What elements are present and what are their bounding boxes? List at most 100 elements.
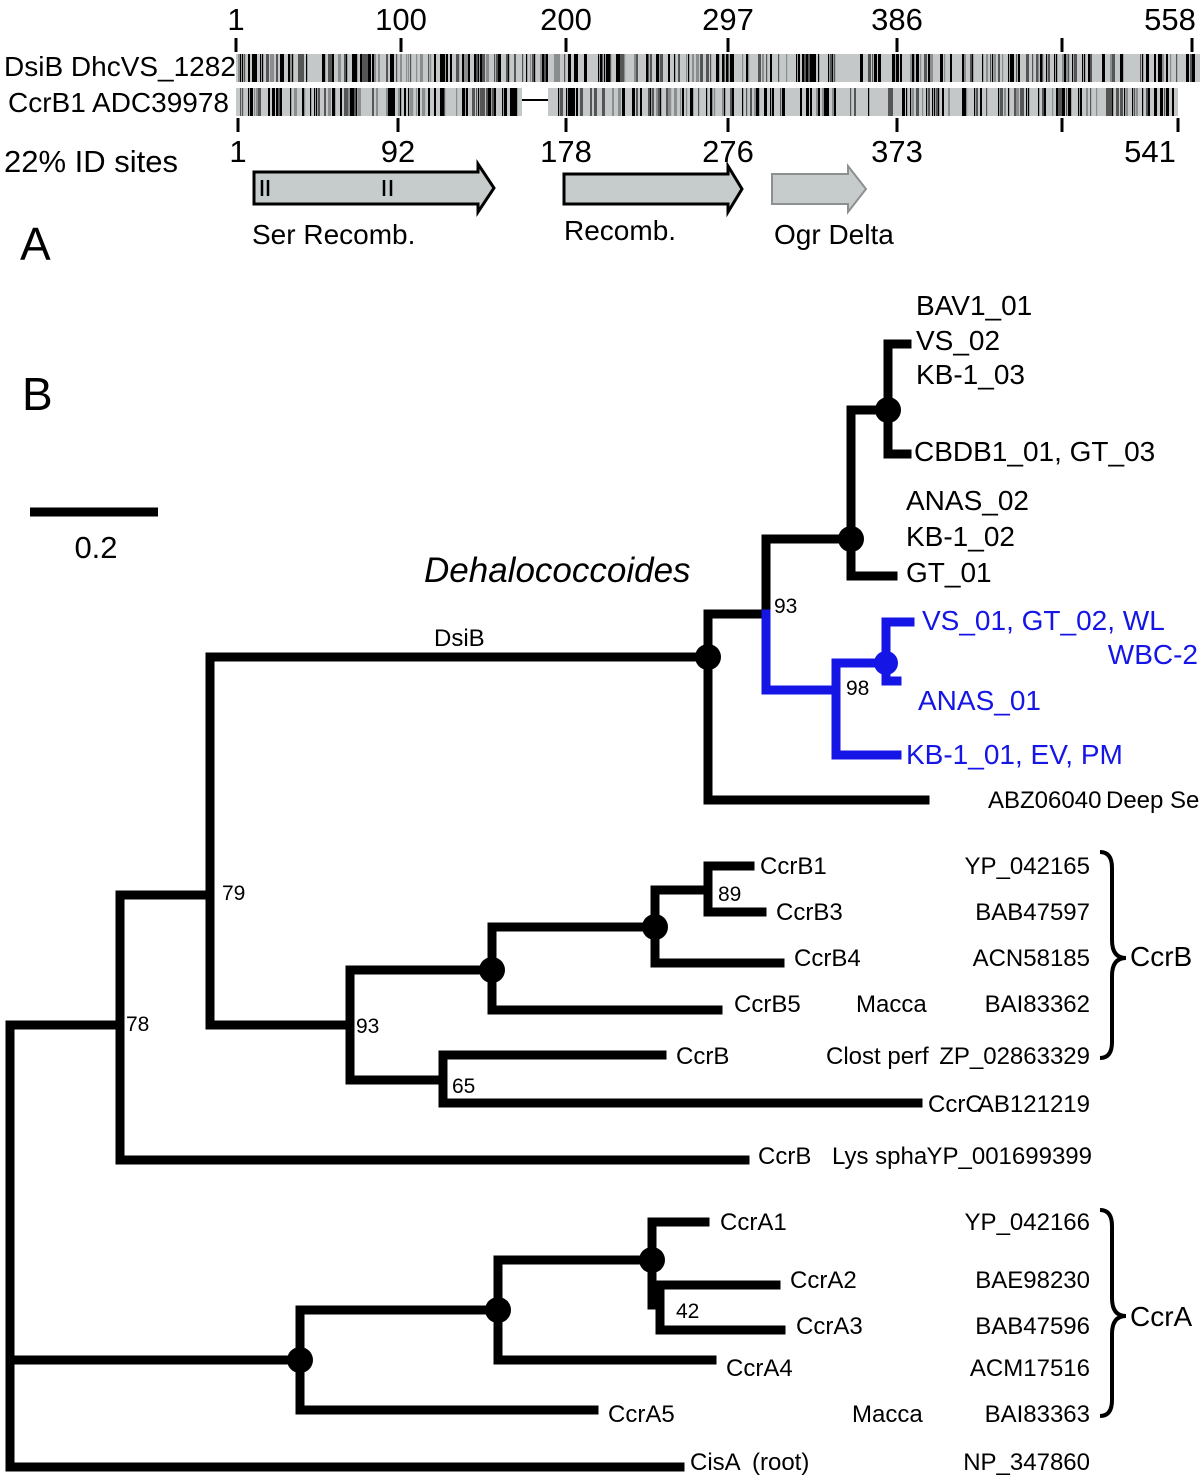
alignment-stripe: [632, 88, 635, 116]
alignment-stripe: [240, 54, 242, 82]
alignment-stripe: [1080, 88, 1082, 116]
alignment-stripe: [680, 88, 682, 116]
alignment-stripe: [422, 88, 424, 116]
leaf-label: CcrB5: [734, 991, 801, 1018]
alignment-stripe: [928, 88, 930, 116]
alignment-stripe: [540, 54, 542, 82]
alignment-stripe: [714, 88, 716, 116]
alignment-stripe: [558, 88, 560, 116]
alignment-stripe: [244, 54, 246, 82]
alignment-stripe: [878, 54, 881, 82]
alignment-stripe: [476, 88, 478, 116]
leaf-label: GT_01: [906, 557, 992, 588]
alignment-stripe: [346, 88, 349, 116]
alignment-stripe: [576, 88, 578, 116]
alignment-stripe: [302, 54, 304, 82]
alignment-stripe: [408, 54, 410, 82]
domain-label: Ser Recomb.: [252, 219, 415, 250]
alignment-stripe: [970, 54, 973, 82]
alignment-stripe: [640, 88, 642, 116]
alignment-stripe: [238, 54, 240, 82]
alignment-stripe: [482, 54, 485, 82]
alignment-stripe: [636, 54, 638, 82]
alignment-stripe: [530, 54, 532, 82]
alignment-stripe: [584, 54, 587, 82]
alignment-stripe: [1096, 88, 1098, 116]
leaf-label: CBDB1_01, GT_03: [914, 436, 1155, 467]
alignment-stripe: [486, 88, 488, 116]
alignment-stripe: [1160, 88, 1163, 116]
alignment-stripe: [1004, 88, 1006, 116]
alignment-stripe: [254, 88, 256, 116]
alignment-stripe: [872, 54, 874, 82]
alignment-stripe: [310, 88, 312, 116]
leaf-accession: BAI83362: [985, 991, 1090, 1018]
bootstrap-value: 42: [676, 1300, 699, 1323]
alignment-stripe: [974, 88, 976, 116]
alignment-stripe: [572, 88, 575, 116]
alignment-stripe: [834, 54, 836, 82]
alignment-stripe: [356, 54, 358, 82]
alignment-stripe: [288, 54, 291, 82]
alignment-stripe: [622, 88, 625, 116]
alignment-stripe: [498, 54, 501, 82]
alignment-stripe: [594, 88, 597, 116]
top-ruler: [234, 38, 1194, 52]
alignment-stripe: [354, 88, 357, 116]
alignment-stripe: [940, 54, 943, 82]
alignment-stripe: [390, 54, 393, 82]
panel-b: B 0.2: [5, 290, 1200, 1476]
alignment-stripe: [786, 54, 788, 82]
alignment-stripe: [330, 54, 332, 82]
domain-marks: [260, 180, 393, 196]
leaf-label: CcrA3: [796, 1313, 863, 1340]
alignment-stripe: [1186, 54, 1189, 82]
alignment-stripe: [818, 54, 820, 82]
node-dot: [695, 644, 721, 670]
tree-branches-highlight: [761, 609, 915, 760]
alignment-stripe: [998, 88, 1000, 116]
alignment-stripe: [942, 88, 944, 116]
alignment-stripe: [670, 88, 672, 116]
alignment-stripe: [938, 88, 940, 116]
alignment-stripe: [732, 88, 734, 116]
node-dot: [287, 1347, 313, 1373]
alignment-stripe: [1084, 54, 1086, 82]
alignment-stripe: [1142, 88, 1144, 116]
alignment-stripe: [416, 88, 418, 116]
alignment-stripe: [1078, 88, 1080, 116]
alignment-stripe: [332, 88, 334, 116]
alignment-stripe: [1010, 54, 1013, 82]
panel-a-label: A: [20, 218, 51, 270]
alignment-stripe: [646, 54, 648, 82]
alignment-id-sites: [238, 54, 1195, 116]
alignment-stripe: [324, 88, 326, 116]
alignment-stripe: [1008, 54, 1010, 82]
leaf-accession: ACM17516: [970, 1355, 1090, 1382]
alignment-stripe: [362, 54, 364, 82]
alignment-stripe: [772, 88, 774, 116]
alignment-stripe: [964, 88, 966, 116]
group-label: CcrB: [1130, 941, 1192, 972]
top-tick-label: 1: [227, 2, 244, 37]
group-label: CcrA: [1130, 1301, 1193, 1332]
alignment-stripe: [948, 88, 950, 116]
alignment-stripe: [1012, 54, 1014, 82]
alignment-stripe: [428, 54, 430, 82]
alignment-stripe: [480, 88, 482, 116]
leaf-organism: Macca: [856, 991, 927, 1018]
alignment-stripe: [808, 54, 810, 82]
alignment-stripe: [922, 88, 924, 116]
alignment-stripe: [1154, 88, 1157, 116]
alignment-stripe: [1134, 88, 1136, 116]
alignment-stripe: [298, 54, 300, 82]
alignment-stripe: [328, 88, 331, 116]
alignment-stripe: [434, 88, 436, 116]
alignment-stripe: [334, 88, 336, 116]
alignment-stripe: [696, 54, 699, 82]
alignment-stripe: [686, 88, 688, 116]
alignment-stripe: [618, 88, 621, 116]
leaf-accession: NP_347860: [963, 1449, 1090, 1476]
alignment-stripe: [1020, 88, 1023, 116]
alignment-stripe: [1048, 54, 1050, 82]
